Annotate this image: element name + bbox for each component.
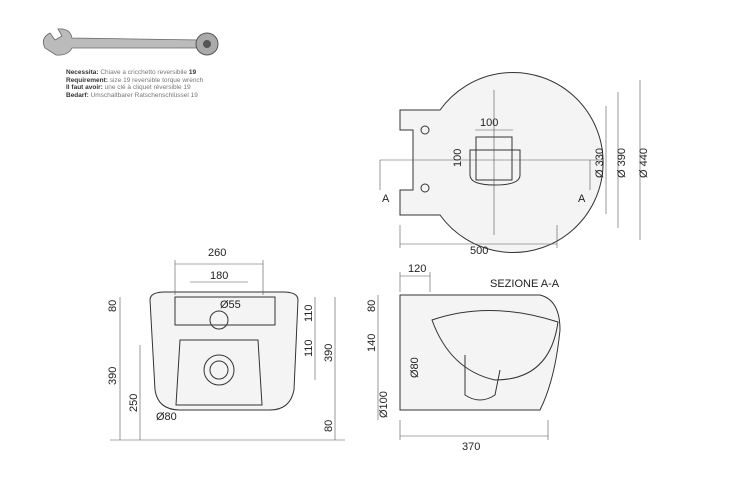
requirement-line: Il faut avoir: une clé à cliquet réversi… (66, 84, 203, 92)
section-marker-left: A (382, 193, 390, 205)
dim-390-right: 390 (323, 344, 335, 362)
requirement-line: Requirement: size 19 reversible torque w… (66, 77, 203, 85)
dim-80: 80 (366, 300, 378, 312)
section-marker-right: A (578, 193, 586, 205)
req-label: Bedarf: (66, 91, 89, 99)
section-view: 120 SEZIONE A-A 80 140 Ø80 Ø100 370 (366, 263, 561, 453)
req-label: Requirement: (66, 76, 108, 84)
dim-100-vertical: 100 (452, 149, 464, 167)
dim-370: 370 (462, 441, 480, 453)
dim-390: Ø 390 (616, 148, 628, 178)
dim-80-diameter: Ø80 (156, 411, 177, 423)
dim-390-left: 390 (107, 367, 119, 385)
dim-260: 260 (208, 247, 226, 259)
req-label: Il faut avoir: (66, 84, 103, 92)
dim-80-top: 80 (107, 300, 119, 312)
dim-110-upper: 110 (303, 304, 315, 322)
req-label: Necessita: (66, 69, 99, 76)
dim-80-diameter: Ø80 (409, 357, 421, 378)
req-text: Umschaltbarer Ratschenschlüssel 19 (90, 91, 198, 99)
requirements-text: Necessita: Chiave a cricchetto reversibi… (66, 69, 203, 99)
req-text: une clé à cliquet réversible 19 (104, 84, 191, 92)
dim-120: 120 (408, 263, 426, 275)
dim-250: 250 (128, 394, 140, 412)
req-text: size 19 reversible torque wrench (109, 76, 204, 84)
dim-80-bottom: 80 (323, 420, 335, 432)
dim-110-lower: 110 (303, 339, 315, 357)
dim-100-horizontal: 100 (480, 117, 498, 129)
dim-140: 140 (366, 334, 378, 352)
section-title: SEZIONE A-A (490, 278, 560, 290)
dim-180: 180 (210, 270, 228, 282)
dim-330: Ø 330 (594, 148, 606, 178)
top-view: 100 100 Ø 330 Ø 390 Ø 440 A A 500 (379, 72, 650, 257)
req-extra: 19 (188, 69, 197, 76)
dim-500: 500 (470, 245, 488, 257)
requirement-line: Necessita: Chiave a cricchetto reversibi… (66, 69, 203, 77)
front-view: 260 180 Ø55 80 110 110 390 390 250 Ø80 8… (107, 247, 345, 441)
dim-55: Ø55 (220, 299, 241, 311)
req-text: Chiave a cricchetto reversibile (100, 69, 188, 76)
dim-440: Ø 440 (638, 148, 650, 178)
dim-100-diameter: Ø100 (378, 391, 390, 418)
requirement-line: Bedarf: Umschaltbarer Ratschenschlüssel … (66, 92, 203, 100)
wrench-icon (42, 28, 219, 56)
